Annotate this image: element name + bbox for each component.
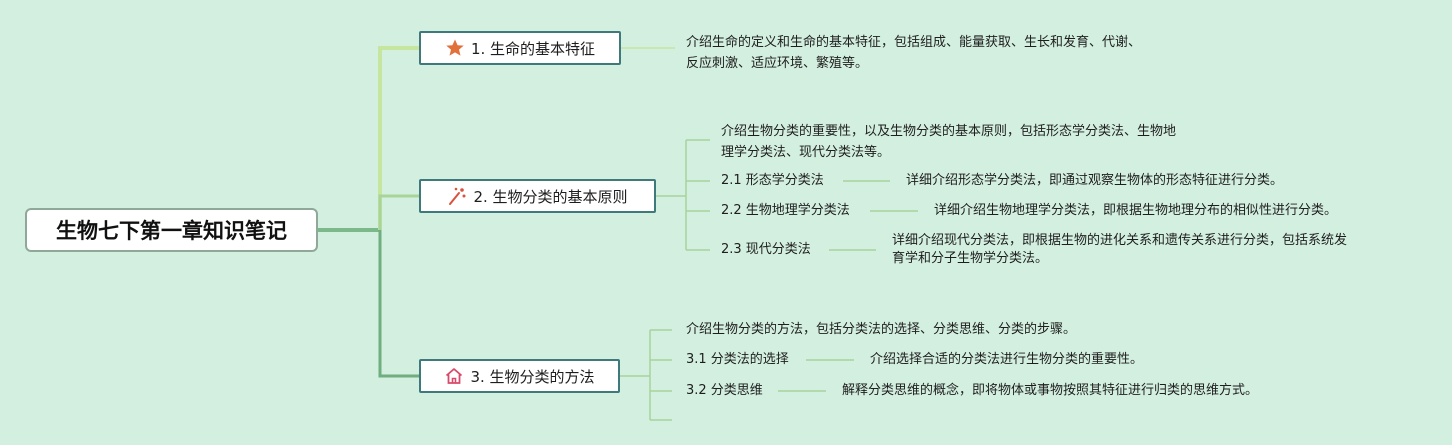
subtopic-title: 3.1 分类法的选择 <box>686 352 789 367</box>
desc-line: 解释分类思维的概念，即将物体或事物按照其特征进行归类的思维方式。 <box>842 383 1259 398</box>
branch-2-bracket <box>656 139 710 251</box>
desc-line: 详细介绍形态学分类法，即通过观察生物体的形态特征进行分类。 <box>906 173 1284 188</box>
branch-2-description: 介绍生物分类的重要性，以及生物分类的基本原则，包括形态学分类法、生物地 理学分类… <box>721 121 1176 163</box>
branch-3-bracket <box>620 329 672 421</box>
branch-1-description: 介绍生命的定义和生命的基本特征，包括组成、能量获取、生长和发育、代谢、 反应刺激… <box>686 32 1141 74</box>
root-topic[interactable]: 生物七下第一章知识笔记 <box>25 208 318 252</box>
branch-1-title: 1. 生命的基本特征 <box>470 39 596 58</box>
branch-1-link <box>378 46 419 230</box>
subtopic-title: 2.3 现代分类法 <box>721 242 811 257</box>
branch-3-description: 介绍生物分类的方法，包括分类法的选择、分类思维、分类的步骤。 <box>686 321 1076 339</box>
subtopic-2-2-description: 详细介绍生物地理学分类法，即根据生物地理分布的相似性进行分类。 <box>934 202 1337 220</box>
sparkle-icon <box>447 186 467 206</box>
desc-line: 反应刺激、适应环境、繁殖等。 <box>686 56 869 71</box>
desc-line: 介绍生物分类的方法，包括分类法的选择、分类思维、分类的步骤。 <box>686 322 1077 337</box>
subtopic-title: 2.1 形态学分类法 <box>721 173 824 188</box>
subtopic-2-2[interactable]: 2.2 生物地理学分类法 <box>721 202 850 220</box>
subtopic-3-1[interactable]: 3.1 分类法的选择 <box>686 351 789 369</box>
desc-line: 理学分类法、现代分类法等。 <box>721 145 891 160</box>
subtopic-2-3-description: 详细介绍现代分类法，即根据生物的进化关系和遗传关系进行分类，包括系统发 育学和分… <box>892 232 1347 268</box>
subtopic-2-1[interactable]: 2.1 形态学分类法 <box>721 172 824 190</box>
branch-2-link <box>378 194 419 230</box>
desc-line: 育学和分子生物学分类法。 <box>892 251 1049 266</box>
desc-line: 详细介绍生物地理学分类法，即根据生物地理分布的相似性进行分类。 <box>934 203 1338 218</box>
root-title: 生物七下第一章知识笔记 <box>56 219 287 243</box>
subtopic-title: 3.2 分类思维 <box>686 383 763 398</box>
subtopic-3-2-description: 解释分类思维的概念，即将物体或事物按照其特征进行归类的思维方式。 <box>842 382 1258 400</box>
subtopic-2-1-description: 详细介绍形态学分类法，即通过观察生物体的形态特征进行分类。 <box>906 172 1283 190</box>
branch-2-title: 2. 生物分类的基本原则 <box>473 187 628 206</box>
desc-line: 介绍生命的定义和生命的基本特征，包括组成、能量获取、生长和发育、代谢、 <box>686 35 1142 50</box>
desc-line: 介绍生物分类的重要性，以及生物分类的基本原则，包括形态学分类法、生物地 <box>721 124 1177 139</box>
branch-topic-1[interactable]: 1. 生命的基本特征 <box>419 31 621 65</box>
branch-topic-2[interactable]: 2. 生物分类的基本原则 <box>419 179 656 213</box>
subtopic-3-1-description: 介绍选择合适的分类法进行生物分类的重要性。 <box>870 351 1143 369</box>
branch-3-title: 3. 生物分类的方法 <box>470 367 595 386</box>
house-icon <box>444 366 464 386</box>
branch-3-link <box>378 230 419 378</box>
subtopic-title: 2.2 生物地理学分类法 <box>721 203 850 218</box>
subtopic-3-2[interactable]: 3.2 分类思维 <box>686 382 763 400</box>
subtopic-2-3[interactable]: 2.3 现代分类法 <box>721 241 811 259</box>
desc-line: 详细介绍现代分类法，即根据生物的进化关系和遗传关系进行分类，包括系统发 <box>892 233 1348 248</box>
desc-line: 介绍选择合适的分类法进行生物分类的重要性。 <box>870 352 1144 367</box>
branch-topic-3[interactable]: 3. 生物分类的方法 <box>419 359 620 393</box>
star-icon <box>445 38 465 58</box>
